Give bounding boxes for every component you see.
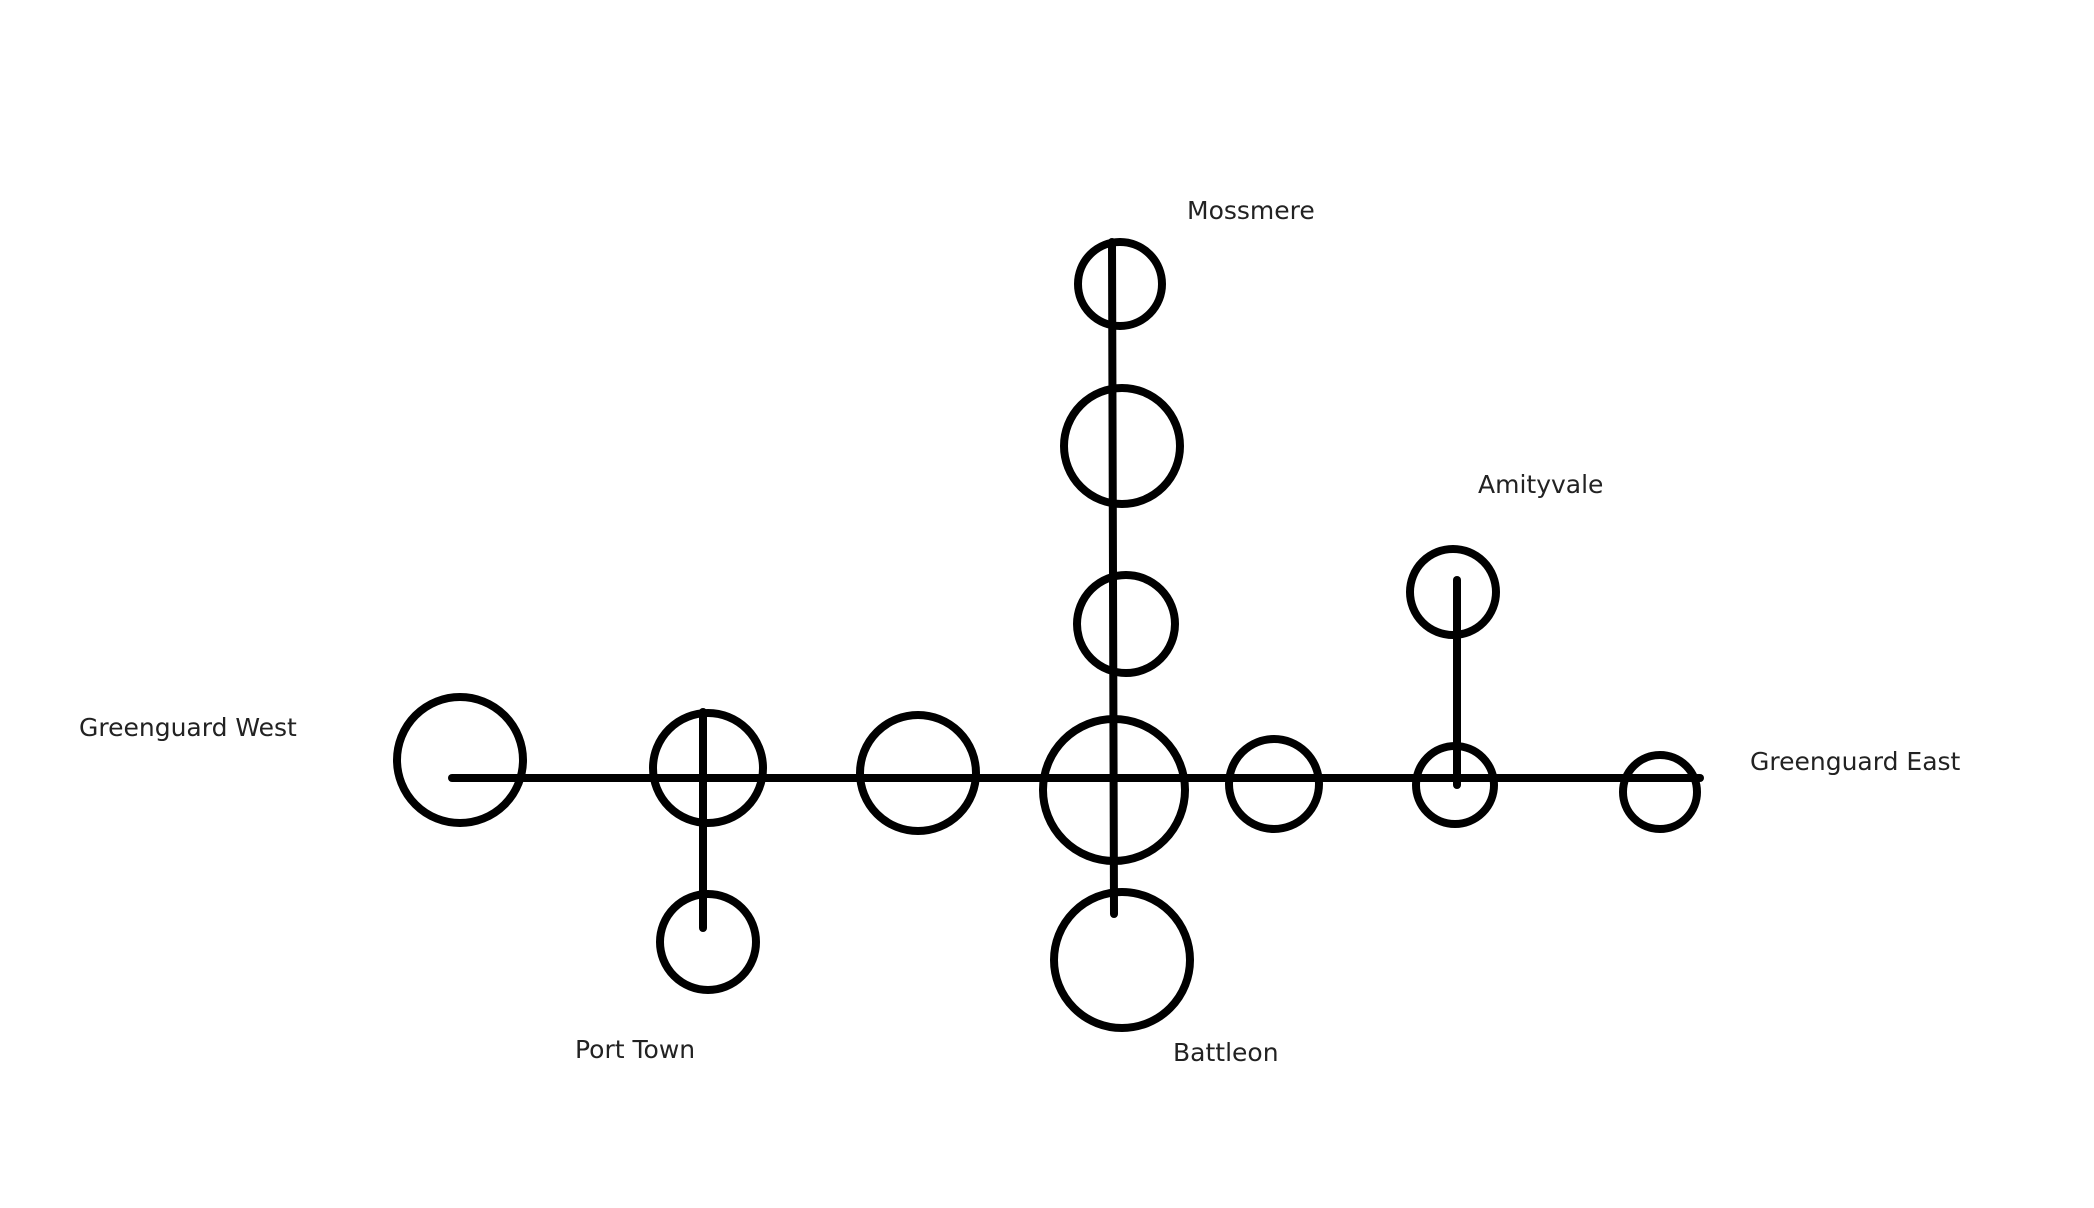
node-north-lower[interactable] bbox=[1073, 571, 1179, 677]
label-greenguard-east: Greenguard East bbox=[1750, 747, 1961, 776]
node-east-mid[interactable] bbox=[1225, 735, 1323, 833]
node-greenguard-west[interactable] bbox=[393, 693, 527, 827]
label-amityvale: Amityvale bbox=[1478, 470, 1603, 499]
node-west-junction[interactable] bbox=[649, 709, 767, 827]
node-north-upper[interactable] bbox=[1060, 384, 1184, 508]
node-west-mid[interactable] bbox=[856, 711, 980, 835]
label-greenguard-west: Greenguard West bbox=[79, 713, 297, 742]
label-battleon: Battleon bbox=[1173, 1038, 1279, 1067]
node-port-town[interactable] bbox=[656, 890, 760, 994]
node-mossmere[interactable] bbox=[1074, 238, 1166, 330]
node-amityvale[interactable] bbox=[1406, 545, 1500, 639]
node-central-hub[interactable] bbox=[1039, 715, 1189, 865]
node-east-junction[interactable] bbox=[1412, 742, 1498, 828]
node-battleon[interactable] bbox=[1050, 888, 1194, 1032]
label-mossmere: Mossmere bbox=[1187, 196, 1315, 225]
label-port-town: Port Town bbox=[575, 1035, 695, 1064]
node-greenguard-east[interactable] bbox=[1619, 751, 1701, 833]
